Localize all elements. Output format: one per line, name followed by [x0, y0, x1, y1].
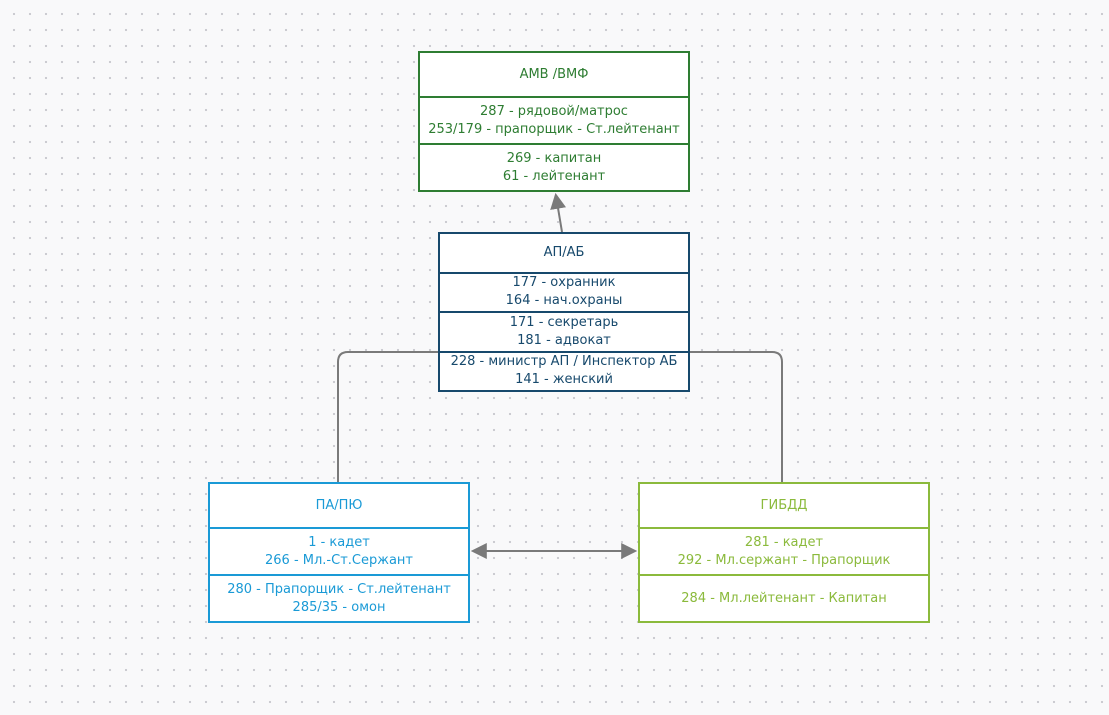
node-title: АМВ /ВМФ — [519, 66, 589, 82]
node-entry: 292 - Мл.сержант - Прапорщик — [677, 552, 891, 568]
node-entry: 266 - Мл.-Ст.Сержант — [265, 552, 413, 568]
node-section: 281 - кадет 292 - Мл.сержант - Прапорщик — [640, 527, 928, 574]
node-title: ПА/ПЮ — [315, 497, 363, 513]
node-entry: 287 - рядовой/матрос — [480, 103, 628, 119]
node-entry: 61 - лейтенант — [502, 168, 606, 184]
node-section: 1 - кадет 266 - Мл.-Ст.Сержант — [210, 527, 468, 574]
node-entry: 269 - капитан — [506, 150, 602, 166]
node-entry: 281 - кадет — [744, 534, 824, 550]
node-entry: 171 - секретарь — [509, 314, 619, 330]
node-section: 228 - министр АП / Инспектор АБ 141 - жен… — [440, 350, 688, 391]
node-entry: 284 - Мл.лейтенант - Капитан — [681, 590, 887, 606]
node-section: 177 - охранник 164 - нач.охраны — [440, 271, 688, 312]
node-section: 171 - секретарь 181 - адвокат — [440, 311, 688, 351]
node-entry: 280 - Прапорщик - Ст.лейтенант — [227, 581, 451, 597]
node-section: 284 - Мл.лейтенант - Капитан — [640, 574, 928, 621]
node-entry: 285/35 - омон — [292, 599, 386, 615]
node-entry: 141 - женский — [515, 372, 613, 388]
node-amv-vmf[interactable]: АМВ /ВМФ 287 - рядовой/матрос 253/179 - п… — [418, 51, 690, 192]
connector-ap-to-amv[interactable] — [550, 192, 566, 233]
node-section: 287 - рядовой/матрос 253/179 - прапорщик … — [420, 96, 688, 143]
node-title: АП/АБ — [543, 244, 585, 260]
node-entry: 177 - охранник — [512, 275, 616, 291]
node-section: 280 - Прапорщик - Ст.лейтенант 285/35 - о… — [210, 574, 468, 621]
node-title: ГИБДД — [760, 497, 808, 513]
node-entry: 228 - министр АП / Инспектор АБ — [450, 354, 678, 370]
node-entry: 1 - кадет — [308, 534, 370, 550]
node-entry: 164 - нач.охраны — [505, 293, 623, 309]
node-section: 269 - капитан 61 - лейтенант — [420, 143, 688, 190]
node-pa-pyu[interactable]: ПА/ПЮ 1 - кадет 266 - Мл.-Ст.Сержант 280 -… — [208, 482, 470, 623]
node-entry: 253/179 - прапорщик - Ст.лейтенант — [428, 121, 680, 137]
node-entry: 181 - адвокат — [517, 332, 611, 348]
node-gibdd[interactable]: ГИБДД 281 - кадет 292 - Мл.сержант - Прап… — [638, 482, 930, 623]
node-ap-ab[interactable]: АП/АБ 177 - охранник 164 - нач.охраны 171 … — [438, 232, 690, 392]
